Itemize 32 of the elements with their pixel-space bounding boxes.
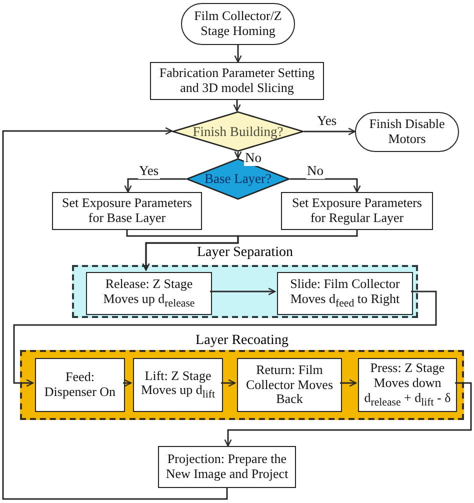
arrow xyxy=(233,100,241,112)
edge-label: Yes xyxy=(138,164,160,179)
arrow xyxy=(290,178,361,193)
decision-diamond: Finish Building? xyxy=(172,111,304,152)
process-box: Slide: Film Collector Moves d$_{feed}$ to Right xyxy=(277,272,413,315)
arrow xyxy=(224,382,472,447)
terminal-box: Finish Disable Motors xyxy=(355,112,459,152)
arrow xyxy=(340,379,357,387)
arrow xyxy=(142,230,358,271)
edge-label: No xyxy=(306,164,324,179)
arrow xyxy=(234,45,242,63)
process-box: Projection: Prepare the New Image and Project xyxy=(158,446,296,488)
arrow xyxy=(304,128,356,136)
arrow xyxy=(2,127,228,500)
arrow xyxy=(13,290,437,387)
process-box: Set Exposure Parameters for Base Layer xyxy=(52,192,202,230)
group-heading: Layer Separation xyxy=(196,245,293,261)
process-box: Set Exposure Parameters for Regular Layer xyxy=(281,192,433,230)
process-box: Press: Z Stage Moves down d$_{release}$ + d$_{lift}$ - δ xyxy=(358,358,457,412)
process-box: Lift: Z Stage Moves up d$_{lift}$ xyxy=(133,358,223,412)
process-box: Return: Film Collector Moves Back xyxy=(237,358,342,412)
terminal-box: Film Collector/Z Stage Homing xyxy=(181,3,295,45)
group-heading: Layer Recoating xyxy=(196,333,288,349)
arrow xyxy=(123,379,132,387)
edge-label: No xyxy=(244,151,262,166)
arrow xyxy=(124,178,186,193)
process-box: Fabrication Parameter Setting and 3D model Slicing xyxy=(150,62,324,100)
arrow xyxy=(221,379,236,387)
arrow xyxy=(234,151,242,159)
arrow xyxy=(210,288,276,296)
process-box: Feed: Dispenser On xyxy=(35,358,125,412)
process-box: Release: Z Stage Moves up d$_{release}$ xyxy=(86,272,212,315)
